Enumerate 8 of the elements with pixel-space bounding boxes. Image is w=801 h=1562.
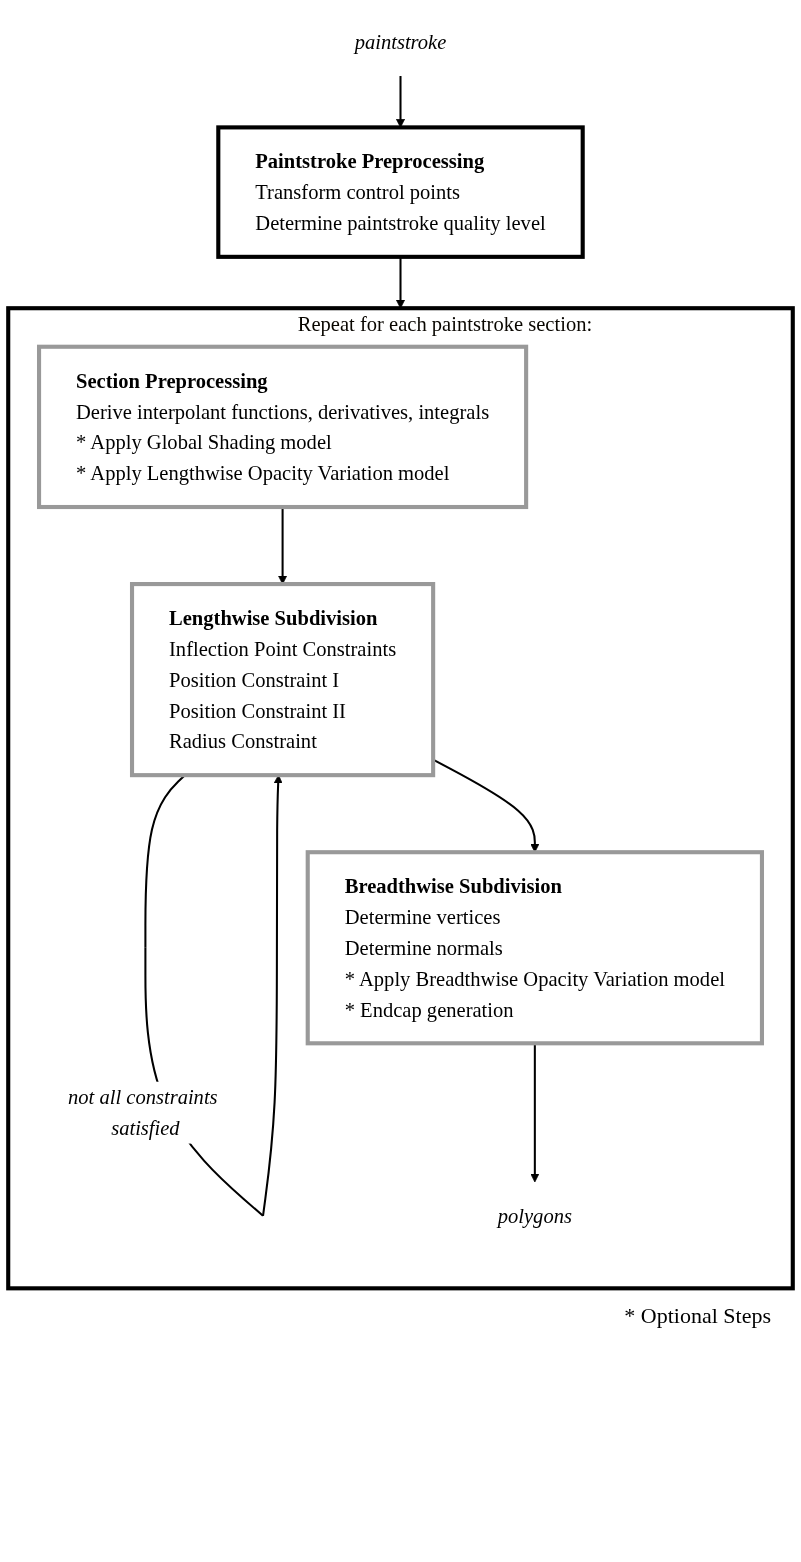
node-box: Paintstroke Preprocessing Transform control points Determine paintstroke quality level	[216, 125, 585, 259]
node-box: Lengthwise Subdivision Inflection Point Constraints Position Constraint I Position Constraint II Radius Constraint	[129, 582, 436, 778]
node-box: Section Preprocessing Derive interpolant functions, derivatives, integrals * Apply Global Shading model * Apply Lengthwise Opacity Variation model	[37, 344, 529, 510]
node-box: Breadthwise Subdivision Determine vertices Determine normals * Apply Breadthwise Opacity Variation model * Endcap generation	[305, 850, 764, 1046]
node-text: polygons	[497, 1204, 572, 1228]
footnote: * Optional Steps	[623, 1302, 771, 1329]
edge-label: not all constraints satisfied	[68, 1085, 218, 1140]
node-text: paintstroke	[354, 30, 447, 54]
